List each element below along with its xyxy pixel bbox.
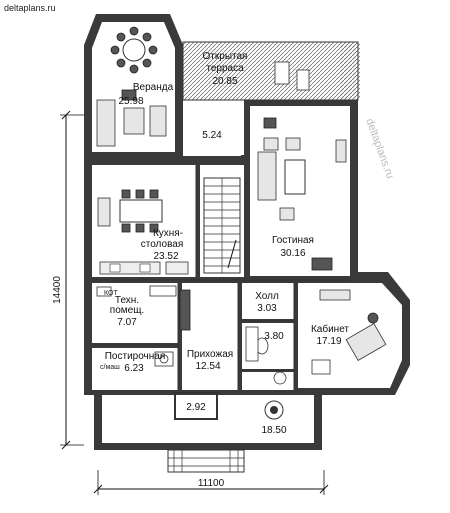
entrance-steps bbox=[167, 449, 245, 473]
partitions bbox=[92, 165, 350, 390]
round-table-icon bbox=[110, 26, 158, 74]
area-entry: 12.54 bbox=[195, 361, 220, 372]
boiler-icon bbox=[96, 285, 191, 331]
tv-stand-icon bbox=[311, 139, 347, 271]
area-small-top: 5.24 bbox=[202, 130, 222, 141]
label-entry: Прихожая bbox=[187, 349, 233, 360]
label-washer: с/маш bbox=[100, 364, 120, 371]
toilet-icon bbox=[245, 326, 287, 385]
dimension-height: 14400 bbox=[52, 110, 84, 450]
dimension-width: 11100 bbox=[93, 470, 329, 495]
area-tech: 7.07 bbox=[117, 317, 137, 328]
lounger-icon bbox=[274, 61, 310, 91]
label-kitchen-1: Кухня- bbox=[153, 228, 183, 239]
label-terrace-1: Открытая bbox=[203, 51, 248, 62]
vestibule-walls bbox=[174, 392, 218, 420]
label-office: Кабинет bbox=[311, 323, 349, 335]
area-bath: 3.80 bbox=[264, 331, 284, 342]
area-veranda: 25.98 bbox=[118, 96, 143, 107]
dim-height-text: 14400 bbox=[52, 276, 63, 304]
area-porch: 18.50 bbox=[261, 425, 286, 436]
label-laundry: Постирочная bbox=[105, 351, 166, 362]
area-laundry: 6.23 bbox=[124, 363, 144, 374]
label-tech-1: Техн. bbox=[115, 295, 139, 306]
label-boiler: КОТ bbox=[104, 290, 118, 297]
area-vestibule: 2.92 bbox=[186, 402, 206, 413]
label-veranda: Веранда bbox=[133, 82, 174, 93]
dining-table-icon bbox=[97, 189, 163, 233]
area-hall: 3.03 bbox=[257, 303, 277, 314]
area-office: 17.19 bbox=[316, 336, 341, 347]
dim-width-text: 11100 bbox=[198, 478, 225, 489]
area-living: 30.16 bbox=[280, 248, 305, 259]
area-kitchen: 23.52 bbox=[153, 251, 178, 262]
room-labels: Веранда 25.98 Открытая терраса 20.85 5.2… bbox=[100, 51, 349, 436]
label-living: Гостиная bbox=[272, 235, 314, 246]
label-kitchen-2: столовая bbox=[141, 239, 184, 250]
area-terrace: 20.85 bbox=[212, 76, 237, 87]
label-tech-2: помещ. bbox=[110, 305, 144, 316]
kitchen-counter-icon bbox=[99, 261, 189, 275]
living-sofa-icon bbox=[257, 117, 306, 221]
office-desk-icon bbox=[311, 289, 387, 375]
washer-icon bbox=[154, 351, 174, 367]
fan-icon bbox=[264, 400, 284, 420]
terrace-area bbox=[182, 41, 360, 101]
label-terrace-2: терраса bbox=[206, 63, 244, 74]
staircase bbox=[203, 177, 241, 274]
site-label: deltaplans.ru bbox=[4, 3, 56, 13]
veranda-sofa-icon bbox=[96, 89, 167, 147]
watermark: deltaplans.ru bbox=[363, 117, 396, 180]
label-hall: Холл bbox=[255, 291, 279, 302]
